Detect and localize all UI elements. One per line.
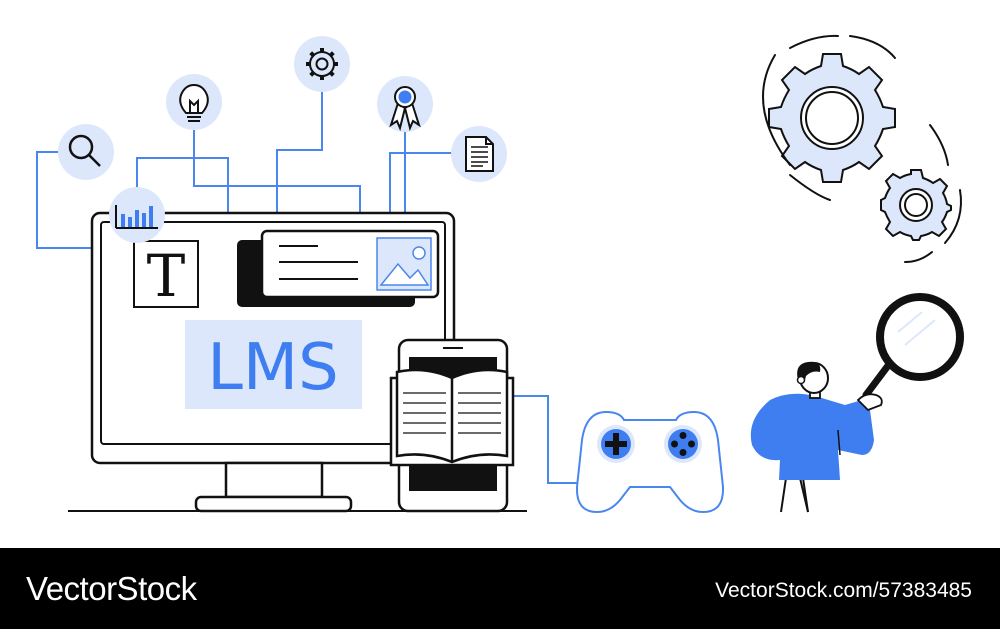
award-ribbon-icon xyxy=(389,86,421,132)
award-bubble xyxy=(377,76,433,132)
image-icon xyxy=(376,237,432,291)
document-icon xyxy=(465,136,494,172)
magnifier-bubble xyxy=(58,124,114,180)
watermark-url: VectorStock.com/57383485 xyxy=(715,579,972,602)
gear-bubble xyxy=(294,36,350,92)
gamepad-icon xyxy=(575,410,725,514)
text-tile-glyph: T xyxy=(147,242,186,310)
person-with-magnifier xyxy=(750,293,964,513)
lms-illustration: T LMS xyxy=(36,34,964,514)
content-card xyxy=(237,229,440,307)
large-magnifier-icon xyxy=(862,293,964,399)
large-gear xyxy=(768,53,896,183)
gear-icon xyxy=(306,48,338,80)
lightbulb-icon xyxy=(179,83,209,122)
bar-chart-bubble xyxy=(109,187,165,243)
text-format-tile: T xyxy=(133,240,199,310)
bar-chart-icon xyxy=(115,205,158,229)
watermark-bar: VectorStock VectorStock.com/57383485 xyxy=(0,548,1000,629)
lms-label: LMS xyxy=(207,331,339,405)
magnifier-icon xyxy=(68,134,101,167)
connector-lines xyxy=(36,92,582,484)
small-gear xyxy=(880,169,952,241)
lms-label-box: LMS xyxy=(185,320,362,409)
document-bubble xyxy=(451,126,507,182)
motion-arcs xyxy=(762,34,962,263)
lightbulb-bubble xyxy=(166,74,222,130)
watermark-brand: VectorStock xyxy=(26,570,197,607)
open-book-icon xyxy=(389,368,515,467)
